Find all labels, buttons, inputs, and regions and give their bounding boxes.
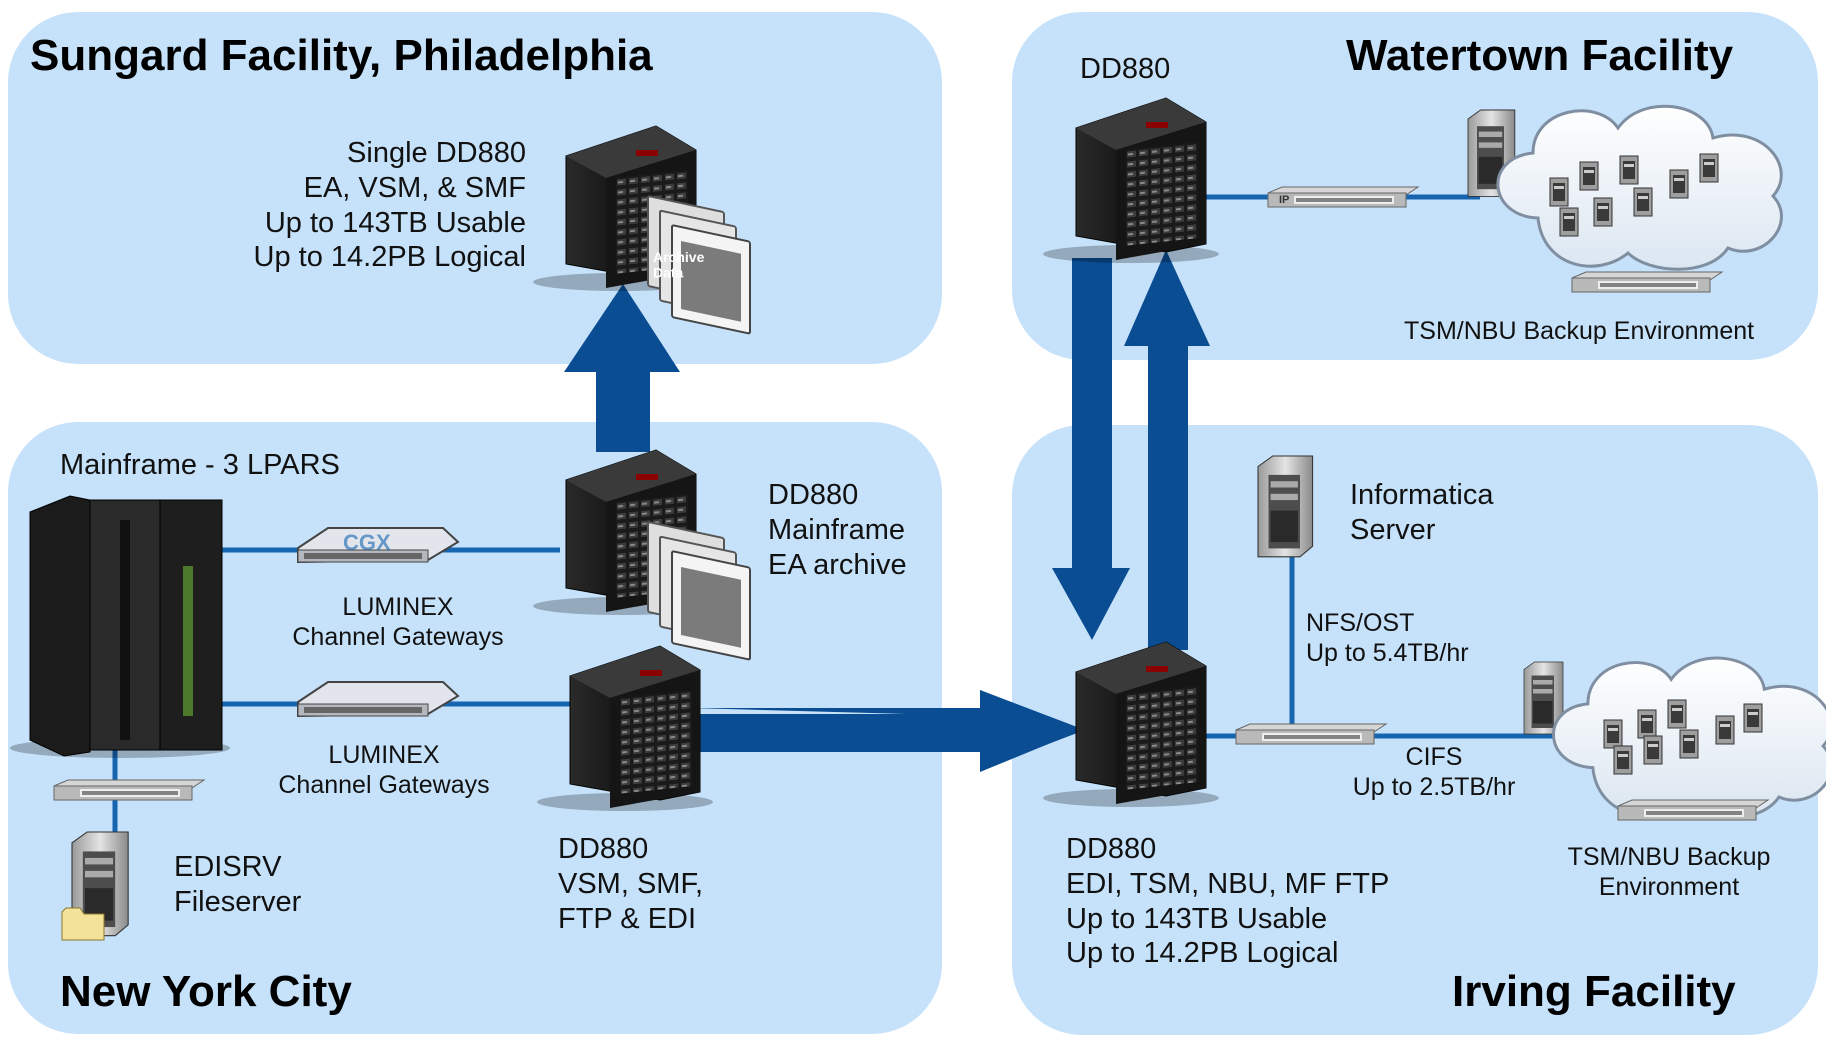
watertown-dd-label: DD880	[1080, 53, 1171, 85]
irving-ip-switch-icon	[1235, 723, 1387, 745]
informatica-label: Informatica Server	[1350, 479, 1494, 546]
gateway-upper-label: LUMINEX Channel Gateways	[292, 593, 504, 651]
irving-cloud-switch-icon	[1617, 799, 1769, 821]
arrow-nyc-to-sungard	[564, 284, 680, 452]
replication-arrows	[564, 250, 1210, 772]
region-irving	[1012, 425, 1818, 1035]
cloud-switch-icon	[1571, 271, 1723, 293]
nyc-title: New York City	[60, 967, 352, 1016]
mainframe-label: Mainframe - 3 LPARS	[60, 449, 340, 481]
ip-switch-icon	[1267, 186, 1419, 208]
nyc-ip-switch-icon	[53, 779, 205, 801]
informatica-server-icon	[1257, 455, 1314, 558]
mainframe-icon	[10, 495, 230, 758]
watertown-backup-label: TSM/NBU Backup Environment	[1404, 317, 1755, 345]
cifs-label: CIFS Up to 2.5TB/hr	[1352, 743, 1516, 801]
edisrv-label: EDISRV Fileserver	[174, 851, 302, 918]
watertown-title: Watertown Facility	[1346, 31, 1734, 80]
gateway-badge: CGX	[343, 530, 391, 555]
irving-backup-label: TSM/NBU Backup Environment	[1567, 843, 1771, 901]
sungard-device-text: Single DD880 EA, VSM, & SMF Up to 143TB …	[253, 137, 526, 274]
irving-title: Irving Facility	[1452, 967, 1736, 1016]
arrow-nyc-to-irving	[690, 690, 1080, 772]
irving-dd-text: DD880 EDI, TSM, NBU, MF FTP Up to 143TB …	[1066, 833, 1390, 970]
nfs-label: NFS/OST Up to 5.4TB/hr	[1306, 609, 1469, 667]
gateway-lower-label: LUMINEX Channel Gateways	[278, 741, 490, 799]
arrow-watertown-to-irving	[1052, 258, 1130, 640]
switch-badge: IP	[1279, 194, 1289, 206]
sungard-title: Sungard Facility, Philadelphia	[30, 31, 653, 80]
dd-vsm-label: DD880 VSM, SMF, FTP & EDI	[558, 833, 704, 935]
edisrv-fileserver-icon	[61, 831, 129, 941]
luminex-gateway-lower-icon	[297, 681, 459, 717]
arrow-irving-to-watertown	[1124, 250, 1210, 650]
dd-archive-label: DD880 Mainframe EA archive	[768, 479, 907, 581]
